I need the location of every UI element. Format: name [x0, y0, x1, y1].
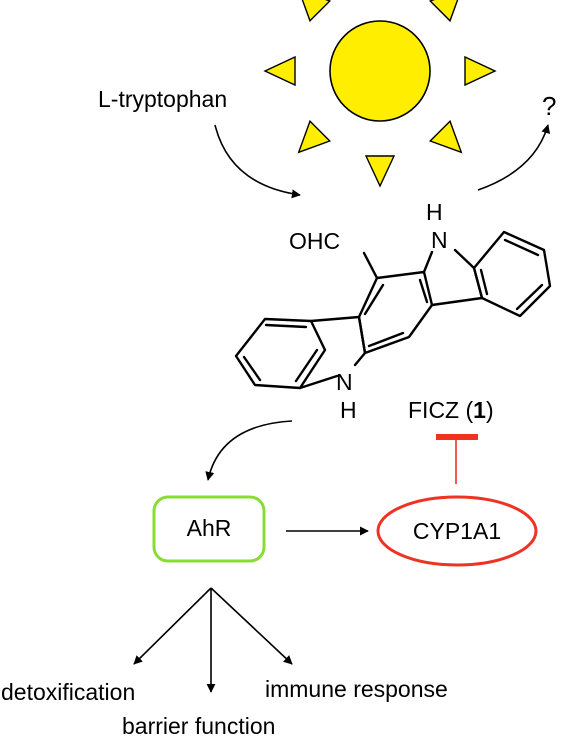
nitrogen-bottom-label: N — [336, 369, 353, 395]
ficz-compound-label: FICZ (1) — [408, 397, 494, 423]
cyp1a1-ellipse — [376, 495, 538, 567]
left-benzene-ring — [234, 317, 327, 390]
hydrogen-top-label: H — [426, 199, 443, 225]
ficz-to-unknown-arrow — [477, 124, 551, 191]
outcome-detoxification: detoxification — [1, 679, 135, 705]
ahr-box — [152, 495, 266, 563]
precursor-label: L-tryptophan — [98, 86, 227, 112]
ficz-to-ahr-arrow — [205, 420, 293, 481]
unknown-outcome-label: ? — [542, 91, 556, 121]
sun-disc — [329, 20, 431, 122]
sun-icon — [263, 0, 497, 188]
hydrogen-bottom-label: H — [340, 397, 357, 423]
arrow-to-detoxification — [133, 587, 212, 665]
cyp1a1-node: CYP1A1 — [376, 495, 538, 567]
tryptophan-to-ficz-arrow — [214, 124, 301, 199]
ahr-node: AhR — [152, 495, 266, 563]
aldehyde-label: OHC — [289, 228, 340, 254]
right-benzene-ring — [472, 230, 552, 318]
ahr-label: AhR — [187, 515, 232, 541]
inhibition-symbol — [436, 434, 478, 484]
arrow-to-immune-response — [210, 587, 293, 665]
nitrogen-top-label: N — [431, 227, 448, 253]
outcome-immune-response: immune response — [265, 676, 448, 702]
ficz-structure: OHC N H N H — [234, 199, 552, 423]
sun-rays — [263, 0, 497, 188]
cyp1a1-label: CYP1A1 — [413, 518, 501, 544]
outcome-barrier-function: barrier function — [122, 713, 275, 739]
